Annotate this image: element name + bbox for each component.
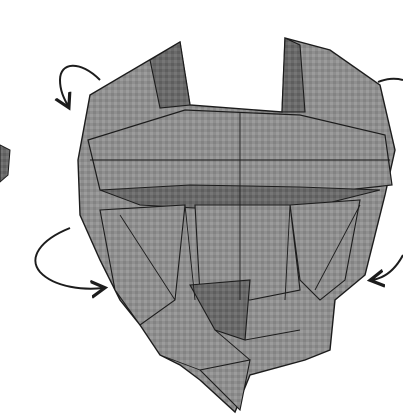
right-rotate-arrow <box>372 255 403 280</box>
top-right-arrow-stub <box>378 79 403 82</box>
left-edge-fragment <box>0 145 10 182</box>
origami-model <box>78 38 395 412</box>
